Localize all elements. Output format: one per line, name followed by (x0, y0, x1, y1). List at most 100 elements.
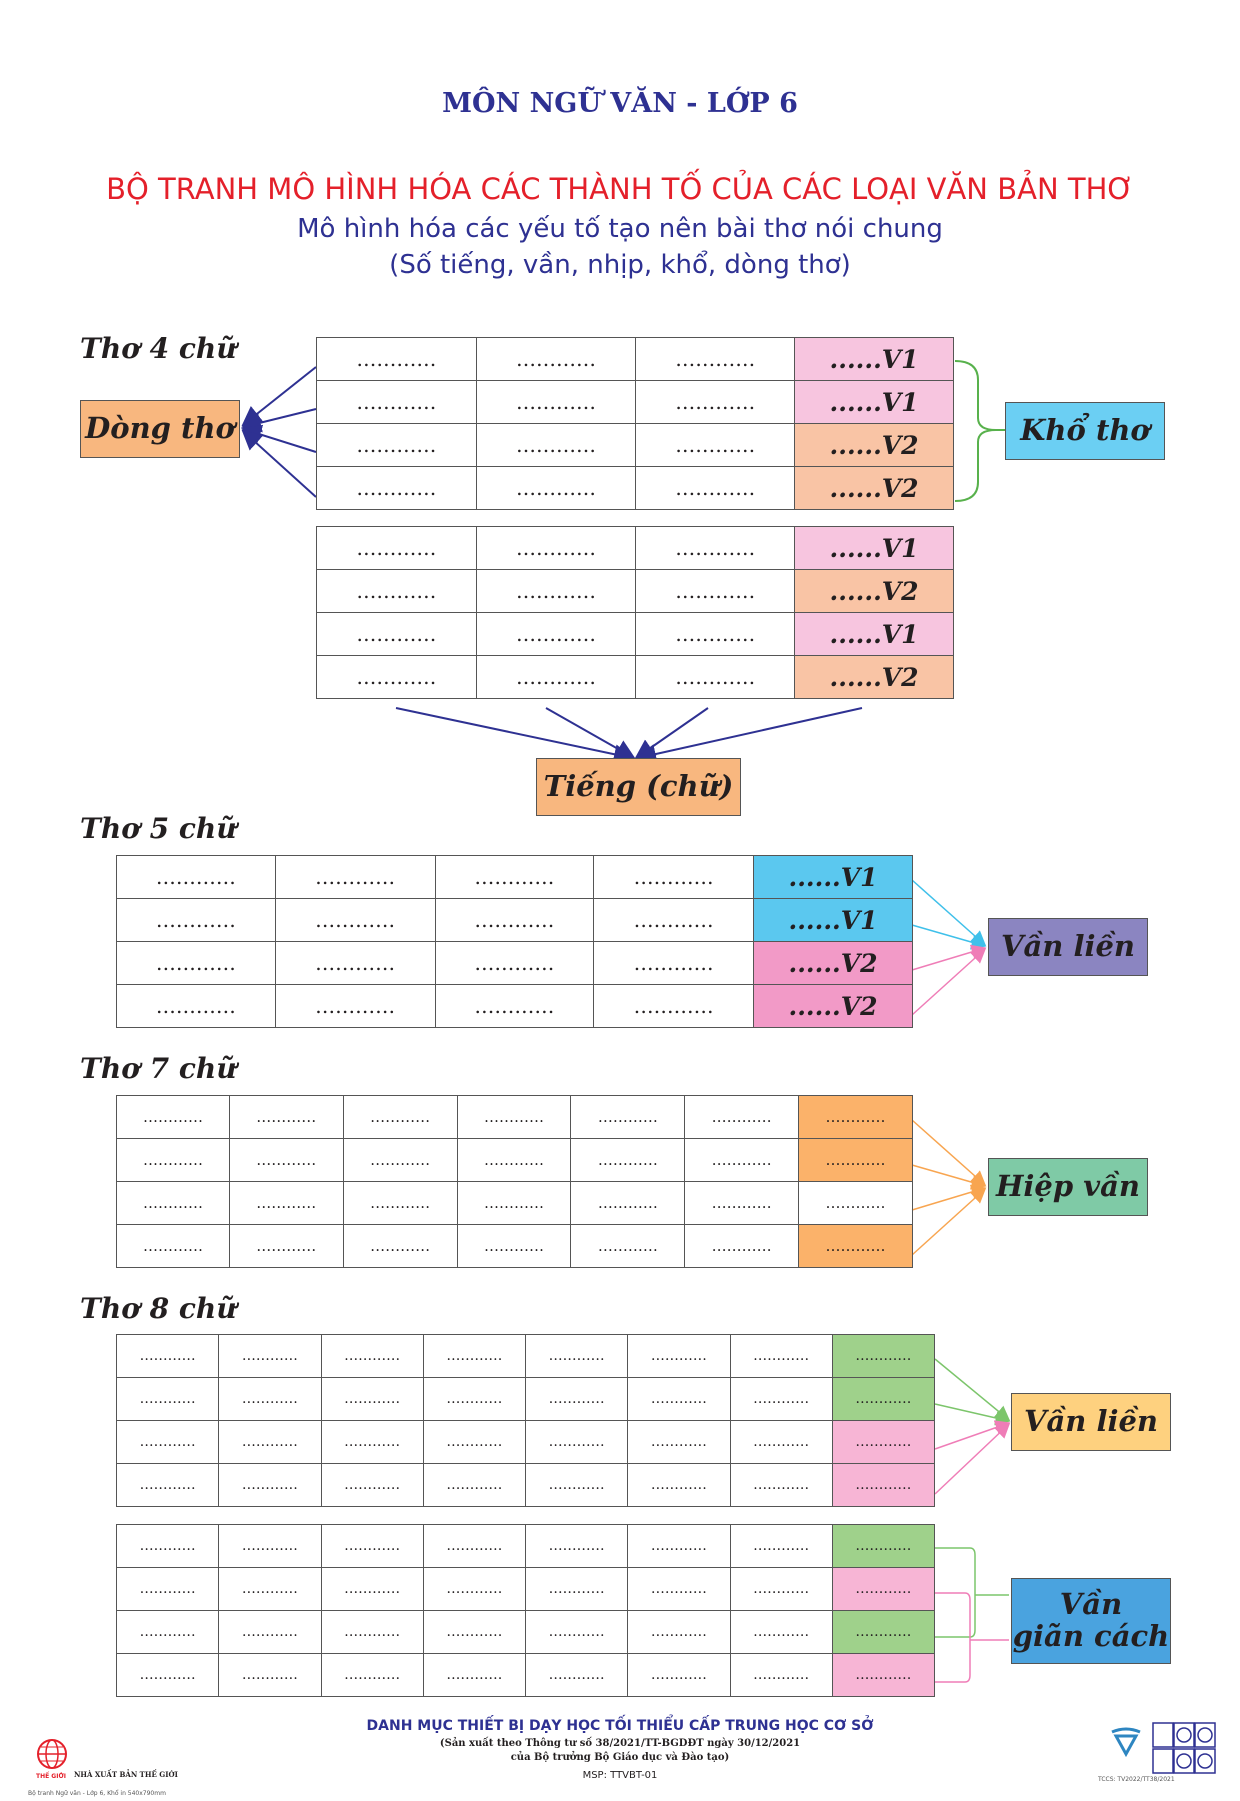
dots-cell: ………… (593, 984, 755, 1028)
tho4-stanza-1: ………………………………......V1 ………………………………......V… (316, 337, 954, 510)
table-row: …………………………………………………………………………………… (115, 1463, 936, 1507)
rhyme-cell: ………… (798, 1181, 913, 1225)
dots-cell: ………… (729, 1377, 833, 1421)
dots-cell: ………… (524, 1463, 629, 1507)
rhyme-cell: ………… (831, 1334, 936, 1378)
dots-cell: ………… (116, 855, 276, 899)
table-row: …………………………………………......V1 (116, 898, 913, 942)
dots-cell: ………… (218, 1653, 322, 1697)
table-row: ………………………………………………………………………… (116, 1224, 913, 1268)
rhyme-cell: ………… (798, 1224, 913, 1268)
dots-cell: ………… (342, 1224, 458, 1268)
dots-cell: ………… (475, 526, 637, 570)
dots-cell: ………… (729, 1524, 833, 1568)
dots-cell: ………… (422, 1334, 527, 1378)
tho8-van-lien-arrows (934, 1358, 1011, 1495)
dots-cell: ………… (627, 1610, 731, 1654)
dots-cell: ………… (320, 1653, 424, 1697)
dots-cell: ………… (316, 655, 477, 699)
dots-cell: ………… (316, 526, 477, 570)
van-lien-box-tho5: Vần liền (988, 918, 1148, 976)
dots-cell: ………… (627, 1463, 731, 1507)
dots-cell: ………… (422, 1567, 527, 1611)
table-row: …………………………………………......V1 (116, 855, 913, 899)
dots-cell: ………… (316, 569, 477, 613)
dots-cell: ………… (422, 1377, 527, 1421)
tho5-arrows (911, 879, 987, 1016)
table-row: …………………………………………………………………………………… (115, 1567, 936, 1611)
rhyme-cell: ………… (831, 1653, 936, 1697)
table-row: ………………………………......V1 (316, 612, 954, 656)
dots-cell: ………… (434, 984, 595, 1028)
rhyme-cell: ......V1 (794, 612, 954, 656)
table-row: ………………………………......V1 (316, 380, 954, 424)
dots-cell: ………… (218, 1567, 322, 1611)
rhyme-cell: ......V1 (794, 337, 954, 381)
rhyme-cell: ......V2 (794, 466, 954, 510)
table-row: ………………………………………………………………………… (116, 1095, 913, 1139)
dots-cell: ………… (218, 1610, 322, 1654)
dong-tho-box: Dòng thơ (80, 400, 240, 458)
dots-cell: ………… (475, 612, 637, 656)
dots-cell: ………… (342, 1138, 458, 1182)
dots-cell: ………… (729, 1463, 833, 1507)
tho7-table: ………………………………………………………………………… ……………………………… (116, 1095, 913, 1268)
dots-cell: ………… (320, 1610, 424, 1654)
footer-note-1: (Sản xuất theo Thông tư số 38/2021/TT-BG… (439, 1738, 801, 1749)
table-row: …………………………………………………………………………………… (115, 1524, 936, 1568)
dots-cell: ………… (475, 337, 637, 381)
dots-cell: ………… (274, 898, 436, 942)
table-row: …………………………………………………………………………………… (115, 1610, 936, 1654)
table-row: ………………………………………………………………………… (116, 1181, 913, 1225)
dots-cell: ………… (320, 1567, 424, 1611)
subject-title: MÔN NGỮ VĂN - LỚP 6 (442, 88, 798, 119)
dots-cell: ………… (475, 466, 637, 510)
dots-cell: ………… (627, 1567, 731, 1611)
rhyme-cell: ………… (831, 1610, 936, 1654)
dots-cell: ………… (475, 655, 637, 699)
dots-cell: ………… (684, 1095, 800, 1139)
dots-cell: ………… (115, 1463, 220, 1507)
tho8-stanza-1: …………………………………………………………………………………… …………………… (115, 1334, 936, 1507)
globe-logo-icon (37, 1739, 67, 1769)
dots-cell: ………… (635, 337, 796, 381)
footer-msp: MSP: TTVBT-01 (582, 1770, 658, 1781)
rhyme-cell: ………… (831, 1463, 936, 1507)
rhyme-cell: ………… (831, 1377, 936, 1421)
dots-cell: ………… (342, 1181, 458, 1225)
dots-cell: ………… (320, 1377, 424, 1421)
rhyme-cell: ………… (831, 1524, 936, 1568)
dots-cell: ………… (228, 1224, 344, 1268)
dots-cell: ………… (729, 1334, 833, 1378)
dots-cell: ………… (422, 1610, 527, 1654)
van-lien-box-tho8: Vần liền (1011, 1393, 1171, 1451)
dots-cell: ………… (684, 1224, 800, 1268)
van-gian-cach-line-1: Vần (1059, 1587, 1123, 1622)
rhyme-cell: ………… (831, 1567, 936, 1611)
dots-cell: ………… (274, 855, 436, 899)
footer-note-2: của Bộ trưởng Bộ Giáo dục và Đào tạo) (510, 1752, 730, 1763)
dots-cell: ………… (115, 1334, 220, 1378)
dots-cell: ………… (627, 1653, 731, 1697)
dots-cell: ………… (316, 466, 477, 510)
print-info: Bộ tranh Ngữ văn - Lớp 6, Khổ in 540x790… (28, 1790, 166, 1797)
dots-cell: ………… (524, 1567, 629, 1611)
dots-cell: ………… (570, 1181, 686, 1225)
dots-cell: ………… (434, 941, 595, 985)
dots-cell: ………… (116, 1095, 230, 1139)
rhyme-cell: ......V1 (753, 855, 913, 899)
dots-cell: ………… (635, 466, 796, 510)
dots-cell: ………… (627, 1420, 731, 1464)
dots-cell: ………… (593, 855, 755, 899)
dots-cell: ………… (635, 423, 796, 467)
table-row: ………………………………......V2 (316, 423, 954, 467)
dots-cell: ………… (228, 1138, 344, 1182)
section-label-tho5: Thơ 5 chữ (80, 812, 237, 845)
dots-cell: ………… (729, 1567, 833, 1611)
company-logo-icon (1111, 1727, 1141, 1758)
dots-cell: ………… (228, 1095, 344, 1139)
dots-cell: ………… (116, 1224, 230, 1268)
van-gian-cach-box: Vần giãn cách (1011, 1578, 1171, 1664)
certification-badges-icon (1152, 1722, 1216, 1774)
